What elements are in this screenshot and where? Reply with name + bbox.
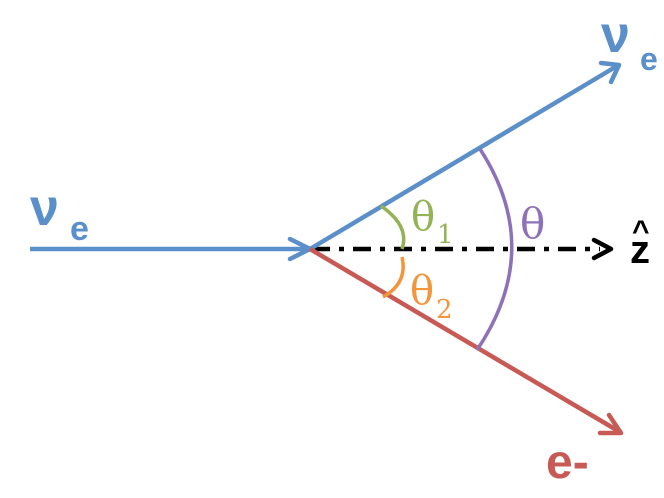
electron-arrowhead (597, 412, 624, 436)
incoming-neutrino-label: ν (30, 179, 59, 237)
theta1-arc (380, 204, 406, 250)
theta1-subscript: 1 (437, 220, 454, 250)
outgoing-neutrino-arrowhead (598, 60, 622, 85)
electron-label: e- (546, 436, 589, 489)
outgoing-neutrino-label: ν (601, 6, 630, 64)
theta2-subscript: 2 (436, 295, 453, 325)
z-axis-hat: ^ (632, 215, 650, 248)
theta-arc (475, 148, 514, 351)
electron-line (308, 247, 622, 434)
theta2-label: θ (410, 268, 434, 314)
z-axis-arrowhead (591, 237, 614, 261)
outgoing-neutrino-line (308, 64, 619, 251)
theta2-arc (382, 256, 405, 299)
outgoing-neutrino-subscript: e (640, 41, 658, 77)
z-axis-label: z (630, 228, 650, 272)
theta1-label: θ (411, 194, 435, 240)
incoming-neutrino-subscript: e (70, 210, 89, 248)
theta-label: θ (520, 199, 545, 248)
